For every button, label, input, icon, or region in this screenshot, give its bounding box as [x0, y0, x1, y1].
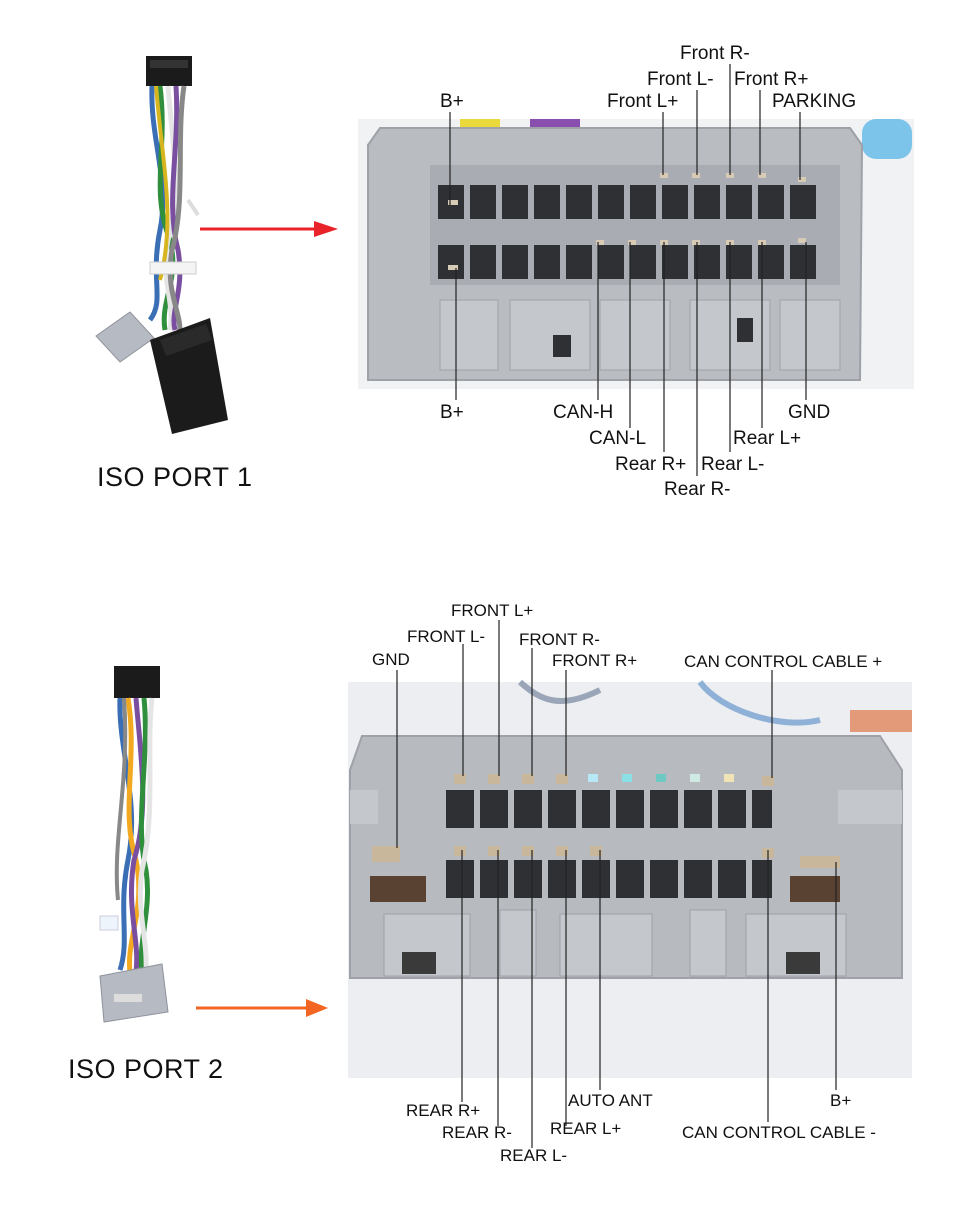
- p1-label-parking: PARKING: [772, 91, 857, 112]
- arrow-1-icon: [200, 221, 338, 237]
- p2-label-can-control-plus: CAN CONTROL CABLE +: [684, 652, 883, 671]
- p1-label-rear-r-plus: Rear R+: [615, 454, 687, 475]
- p1-label-front-r-plus: Front R+: [734, 69, 809, 90]
- p2-label-can-control-minus: CAN CONTROL CABLE -: [682, 1123, 876, 1142]
- p1-label-front-l-plus: Front L+: [607, 91, 679, 112]
- connector-2-drawing: [349, 620, 912, 1148]
- p1-label-rear-r-minus: Rear R-: [664, 479, 731, 500]
- p2-label-rear-l-minus: REAR L-: [500, 1146, 568, 1165]
- iso-port-2-section: ISO PORT 2: [0, 580, 980, 1220]
- p2-label-front-r-minus: FRONT R-: [519, 630, 600, 649]
- p1-label-rear-l-plus: Rear L+: [733, 428, 802, 449]
- p1-label-front-l-minus: Front L-: [647, 69, 714, 90]
- p2-label-rear-l-plus: REAR L+: [550, 1119, 622, 1138]
- port-1-title: ISO PORT 1: [97, 462, 253, 492]
- p1-label-rear-l-minus: Rear L-: [701, 454, 765, 475]
- p1-label-gnd: GND: [788, 402, 831, 423]
- p2-label-auto-ant: AUTO ANT: [568, 1091, 653, 1110]
- p1-label-front-r-minus: Front R-: [680, 43, 750, 64]
- p2-label-rear-r-minus: REAR R-: [442, 1123, 512, 1142]
- p1-label-can-h: CAN-H: [553, 402, 614, 423]
- p2-label-b-plus: B+: [830, 1091, 852, 1110]
- harness-1-image: [95, 56, 228, 434]
- harness-2-image: [99, 666, 169, 1023]
- port-2-title: ISO PORT 2: [68, 1054, 224, 1084]
- p1-label-b-plus-bottom: B+: [440, 402, 464, 423]
- p1-label-b-plus-top: B+: [440, 91, 464, 112]
- arrow-2-icon: [196, 999, 328, 1017]
- iso-port-1-section: ISO PORT 1: [0, 0, 980, 560]
- p2-label-front-l-plus: FRONT L+: [451, 601, 534, 620]
- p2-label-front-r-plus: FRONT R+: [552, 651, 638, 670]
- p2-label-gnd: GND: [372, 650, 410, 669]
- p2-label-front-l-minus: FRONT L-: [407, 627, 486, 646]
- p1-label-can-l: CAN-L: [589, 428, 647, 449]
- connector-1-drawing: [367, 64, 912, 476]
- p2-label-rear-r-plus: REAR R+: [406, 1101, 481, 1120]
